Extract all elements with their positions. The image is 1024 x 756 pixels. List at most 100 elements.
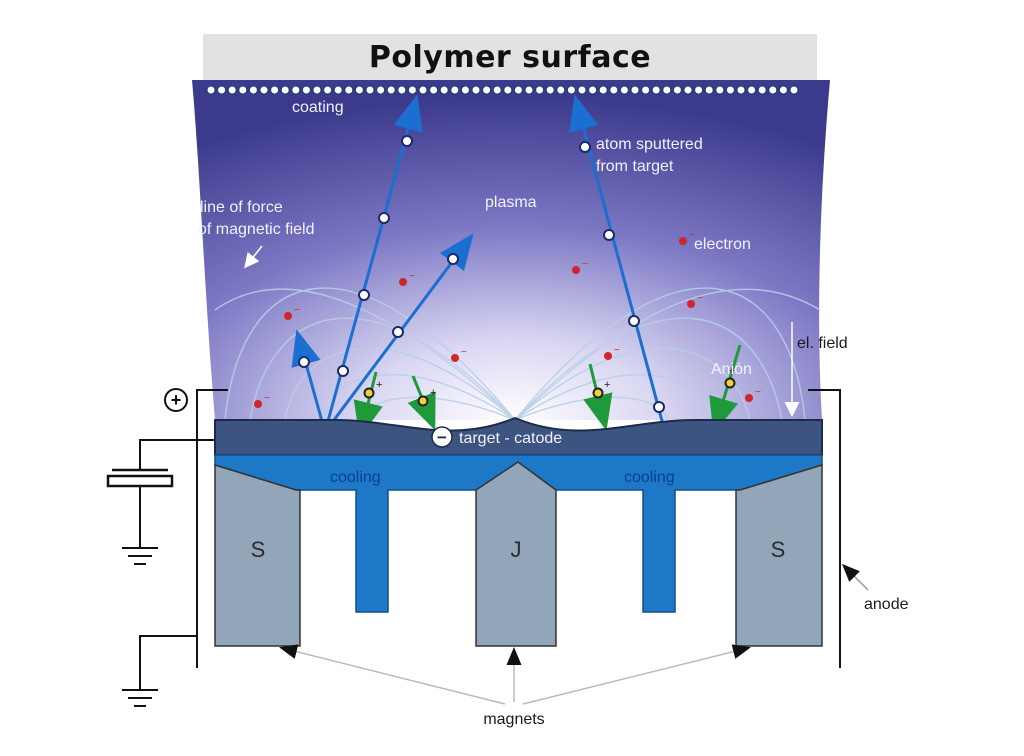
coating-particle: [608, 85, 619, 95]
coating-particle: [449, 85, 460, 95]
atom-sputtered-label-1: atom sputtered: [596, 136, 703, 153]
coating-particle: [598, 85, 609, 95]
coating-particle: [555, 85, 566, 95]
coating-particle: [566, 85, 577, 95]
plus-sign: +: [171, 390, 182, 410]
electron-label: electron: [694, 236, 751, 253]
coating-particle: [428, 85, 439, 95]
minus-sign-circle: [431, 426, 453, 448]
magnet-right: [735, 463, 823, 647]
target-cathode: [214, 416, 823, 456]
coating-particles: [206, 85, 799, 95]
anode-pointer: [841, 563, 869, 591]
electron-dot: [399, 278, 407, 286]
electron-minus: −: [461, 347, 467, 358]
electron-minus: −: [614, 345, 620, 356]
electron-dot: [687, 300, 695, 308]
ions: [363, 377, 736, 407]
electron-minus: −: [409, 271, 415, 282]
coating-particle: [789, 85, 799, 95]
ground-icon-lower: [122, 689, 158, 707]
magnets-label: magnets: [483, 711, 544, 728]
coating-particle: [290, 85, 301, 95]
electron-dot: [284, 312, 292, 320]
page-title: Polymer surface: [368, 39, 652, 75]
coating-particle: [683, 85, 693, 95]
coating-particle: [630, 85, 640, 95]
coating-particle: [206, 85, 216, 95]
coating-particle: [481, 85, 492, 95]
electron-minus: −: [264, 393, 270, 404]
coating-particle: [714, 85, 725, 95]
electron-dot: [745, 394, 753, 402]
ground-icon-upper: [122, 547, 158, 565]
coating-particle: [460, 85, 471, 95]
line-of-force-label-1: line of force: [200, 199, 283, 216]
cooling-right-label: cooling: [624, 469, 675, 486]
coating-particle: [502, 85, 513, 95]
coating-particle: [269, 85, 280, 95]
anode-label: anode: [864, 596, 909, 613]
ion-plus-signs: + + + +: [376, 365, 734, 399]
coating-particle: [333, 85, 344, 95]
sputtered-atoms: [298, 135, 665, 413]
coating-particle: [651, 85, 662, 95]
magnet-center-label: J: [511, 537, 522, 562]
svg-text:+: +: [376, 379, 382, 391]
coating-particle: [418, 85, 428, 95]
coating-particle: [312, 85, 322, 95]
coating-particle: [259, 85, 269, 95]
magnets-pointers: [279, 644, 751, 705]
svg-text:+: +: [430, 387, 436, 399]
atom-sputtered-label-2: from target: [596, 158, 674, 175]
minus-sign: −: [437, 428, 447, 447]
electron-minus: −: [755, 387, 761, 398]
electron-minus: −: [294, 305, 300, 316]
coating-particle: [386, 85, 397, 95]
electron-dot: [451, 354, 459, 362]
coating-particle: [439, 85, 450, 95]
circuit-wires: [139, 389, 228, 690]
coating-particle: [767, 85, 778, 95]
coating-particle: [407, 85, 418, 95]
magnet-center: [475, 461, 557, 647]
coating-particle: [672, 85, 683, 95]
coating-particle: [471, 85, 481, 95]
coating-particle: [227, 85, 238, 95]
coating-particle: [534, 85, 545, 95]
electron-minus: −: [697, 293, 703, 304]
cooling-left-label: cooling: [330, 469, 381, 486]
coating-particle: [354, 85, 365, 95]
svg-text:+: +: [728, 365, 734, 377]
coating-particle: [757, 85, 768, 95]
target-catode-label: target - catode: [459, 430, 562, 447]
coating-particle: [237, 85, 248, 95]
coating-particle: [661, 85, 672, 95]
coating-particle: [396, 85, 407, 95]
coating-particle: [216, 85, 227, 95]
coating-particle: [375, 85, 386, 95]
coating-particle: [301, 85, 312, 95]
coating-particle: [513, 85, 524, 95]
coating-particle: [280, 85, 291, 95]
electrons: −−−−−−−−−: [254, 230, 761, 408]
coating-particle: [619, 85, 630, 95]
coating-particle: [365, 85, 375, 95]
coating-particle: [577, 85, 587, 95]
coating-particle: [248, 85, 259, 95]
magnetic-field-lines: [214, 287, 821, 421]
line-of-force-label-2: of magnetic field: [198, 221, 315, 238]
coating-particle: [322, 85, 333, 95]
magnet-left: [214, 463, 301, 647]
coating-particle: [524, 85, 534, 95]
anion-label: Anión: [711, 361, 752, 378]
svg-text:+: +: [604, 379, 610, 391]
el-field-label: el. field: [797, 335, 848, 352]
battery-icon: [106, 468, 174, 488]
coating-particle: [640, 85, 651, 95]
plus-sign-circle: [164, 388, 188, 412]
coating-label: coating: [292, 99, 344, 116]
electron-minus: −: [689, 230, 695, 241]
line-of-force-pointer: [244, 245, 263, 269]
